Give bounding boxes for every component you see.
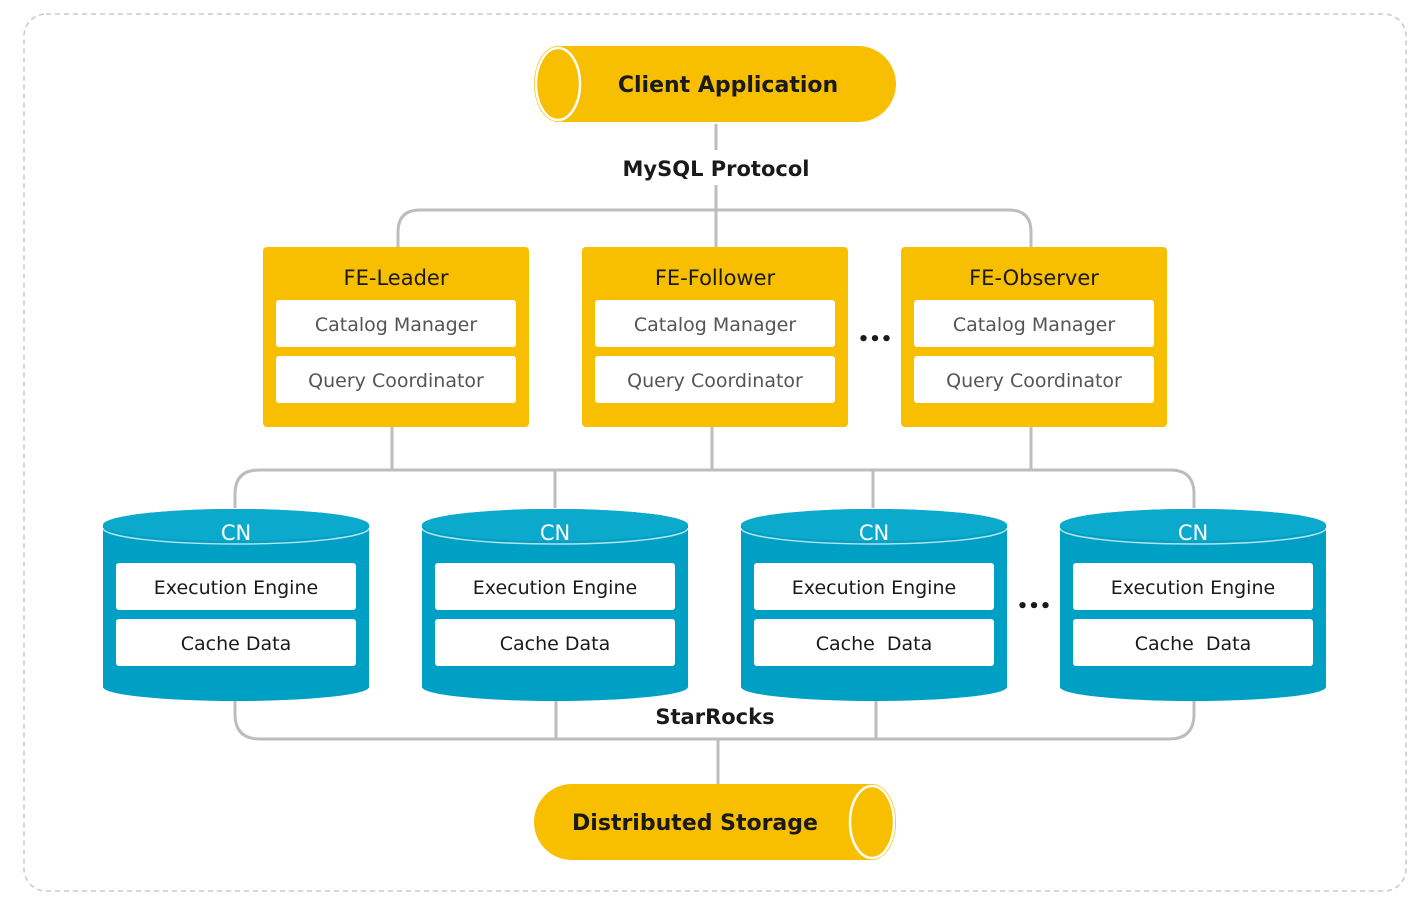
system-label: StarRocks — [655, 705, 774, 729]
cn-title: CN — [221, 521, 251, 545]
catalog-manager-label: Catalog Manager — [953, 314, 1115, 336]
catalog-manager-label: Catalog Manager — [634, 314, 796, 336]
cn-title: CN — [859, 521, 889, 545]
diagram-frame — [23, 13, 1407, 892]
fe-title: FE-Leader — [344, 266, 449, 290]
fe-leader: FE-Leader Catalog Manager Query Coordina… — [263, 247, 529, 427]
connectors — [233, 124, 1196, 784]
cn-node-1: CN Execution Engine Cache Data — [102, 509, 370, 701]
query-coordinator-label: Query Coordinator — [627, 370, 803, 392]
client-application: Client Application — [534, 46, 896, 122]
fe-top-bus — [396, 208, 1033, 248]
execution-engine-label: Execution Engine — [154, 577, 318, 599]
fe-follower: FE-Follower Catalog Manager Query Coordi… — [582, 247, 848, 427]
cn-title: CN — [540, 521, 570, 545]
execution-engine-label: Execution Engine — [1111, 577, 1275, 599]
execution-engine-label: Execution Engine — [473, 577, 637, 599]
ellipsis-icon: ••• — [1017, 596, 1052, 617]
cn-title: CN — [1178, 521, 1208, 545]
protocol-label: MySQL Protocol — [623, 157, 810, 181]
fe-title: FE-Observer — [969, 266, 1099, 290]
cn-node-4: CN Execution Engine Cache Data — [1059, 509, 1327, 701]
cn-node-3: CN Execution Engine Cache Data — [740, 509, 1008, 701]
catalog-manager-label: Catalog Manager — [315, 314, 477, 336]
query-coordinator-label: Query Coordinator — [946, 370, 1122, 392]
ellipsis-icon: ••• — [858, 329, 893, 350]
execution-engine-label: Execution Engine — [792, 577, 956, 599]
cn-bottom-bus — [233, 698, 1196, 741]
distributed-storage-label: Distributed Storage — [572, 811, 818, 836]
cache-data-label: Cache Data — [1135, 633, 1252, 655]
cache-data-label: Cache Data — [816, 633, 933, 655]
fe-observer: FE-Observer Catalog Manager Query Coordi… — [901, 247, 1167, 427]
cn-top-bus — [233, 468, 1196, 508]
cache-data-label: Cache Data — [500, 633, 611, 655]
query-coordinator-label: Query Coordinator — [308, 370, 484, 392]
cn-node-2: CN Execution Engine Cache Data — [421, 509, 689, 701]
distributed-storage: Distributed Storage — [534, 784, 896, 860]
cache-data-label: Cache Data — [181, 633, 292, 655]
client-application-label: Client Application — [618, 73, 838, 98]
fe-title: FE-Follower — [655, 266, 776, 290]
